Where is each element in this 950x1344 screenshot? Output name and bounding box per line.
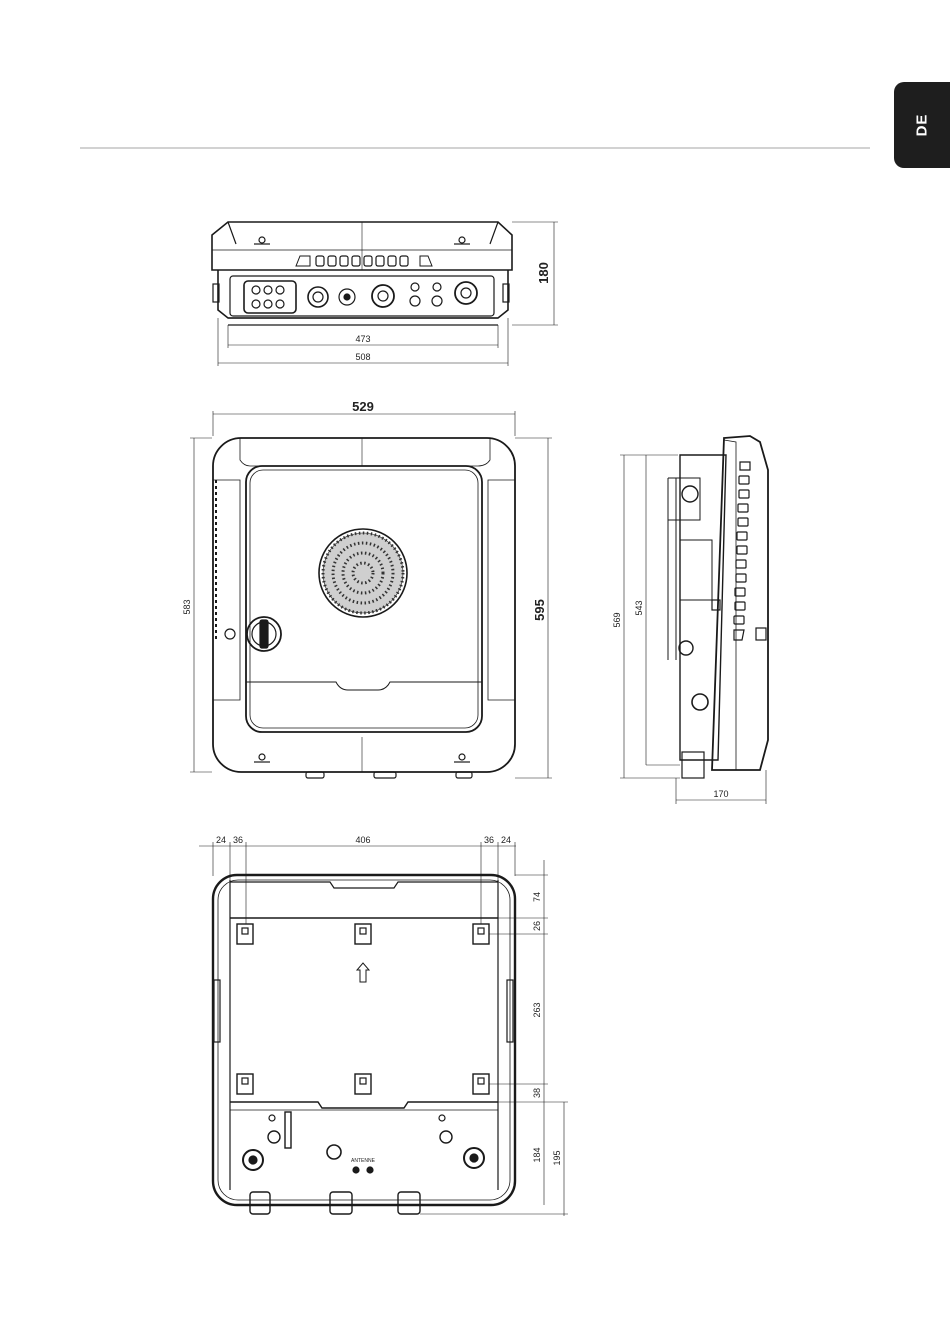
front-view [190,411,552,778]
dim-184: 184 [532,1147,542,1162]
top-view [212,222,558,366]
dim-36-left: 36 [233,835,243,845]
dim-569: 569 [612,612,622,627]
dim-38: 38 [532,1088,542,1098]
dim-543: 543 [634,600,644,615]
dim-180: 180 [536,262,551,284]
dim-263: 263 [532,1002,542,1017]
dim-406: 406 [355,835,370,845]
dim-529: 529 [352,399,374,414]
antenna-label: ANTENNE [351,1158,376,1164]
dim-24-right: 24 [501,835,511,845]
dim-26: 26 [532,921,542,931]
dim-583: 583 [182,599,192,614]
dim-473: 473 [355,334,370,344]
back-view [199,842,568,1216]
dim-74: 74 [532,892,542,902]
dim-24-left: 24 [216,835,226,845]
dim-36-right: 36 [484,835,494,845]
dim-595: 595 [532,599,547,621]
dim-170: 170 [713,789,728,799]
side-view [620,436,768,804]
dim-195: 195 [552,1150,562,1165]
dim-508: 508 [355,352,370,362]
